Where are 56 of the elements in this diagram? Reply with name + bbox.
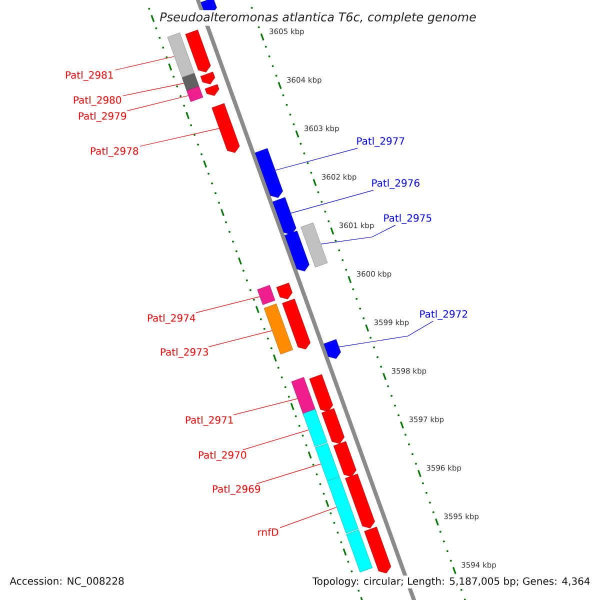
leader-line (290, 190, 374, 214)
gene-block (364, 526, 392, 574)
gene-block (182, 73, 200, 91)
leader-line (208, 330, 272, 348)
gene-block (264, 304, 294, 354)
gene-block (167, 32, 194, 78)
gene-block (346, 530, 373, 572)
gene-label: rnfD (258, 528, 278, 536)
gene-block (276, 282, 292, 300)
gene-block (186, 86, 204, 102)
gene-block (345, 474, 375, 528)
gene-block (185, 30, 211, 72)
gene-block (284, 230, 310, 272)
leader-line (280, 506, 337, 528)
gene-label: Patl_2980 (74, 96, 122, 106)
gene-block (322, 408, 344, 444)
gene-block (300, 222, 328, 268)
gene-block (204, 84, 220, 96)
gene-label: Patl_2981 (66, 71, 113, 81)
gene-block (282, 298, 310, 350)
leader-line (320, 224, 396, 244)
leader-line (195, 296, 260, 314)
leader-line (256, 464, 322, 484)
gene-block (257, 285, 276, 305)
leader-line (122, 83, 184, 96)
gene-block (333, 441, 356, 477)
leader-line (275, 148, 358, 171)
leader-line (242, 430, 309, 450)
title: Pseudoalteromonas atlantica T6c, complete genome (158, 10, 478, 26)
gene-block (272, 197, 296, 235)
gene-block (302, 409, 328, 447)
gene-label: Patl_2971 (186, 416, 233, 426)
gene-label: Patl_2975 (384, 214, 432, 224)
gene-block (324, 339, 341, 359)
footer-text: Accession: NC_008228 (8, 576, 126, 588)
gene-block (200, 72, 216, 84)
leader-line (233, 398, 298, 416)
gene-label: Patl_2972 (420, 310, 468, 320)
gene-label: Patl_2979 (78, 112, 126, 122)
footer-text: Topology: circular; Length: 5,187,005 bp; Genes: 4,364 (310, 576, 592, 588)
gene-label: Patl_2978 (90, 147, 138, 157)
leader-line (140, 128, 220, 147)
gene-label: Patl_2973 (160, 348, 208, 358)
gene-label: Patl_2969 (212, 485, 260, 495)
gene-block (309, 374, 333, 412)
leader-line (126, 95, 189, 112)
gene-label: Patl_2970 (198, 451, 246, 461)
leader-line (114, 56, 175, 70)
gene-label: Patl_2974 (148, 314, 196, 324)
gene-label: Patl_2976 (372, 179, 420, 189)
gene-block (315, 443, 340, 481)
gene-block (254, 148, 283, 198)
gene-label: Patl_2977 (357, 137, 404, 147)
leader-line (338, 320, 434, 348)
gene-block (212, 103, 240, 153)
gene-block (327, 476, 358, 534)
